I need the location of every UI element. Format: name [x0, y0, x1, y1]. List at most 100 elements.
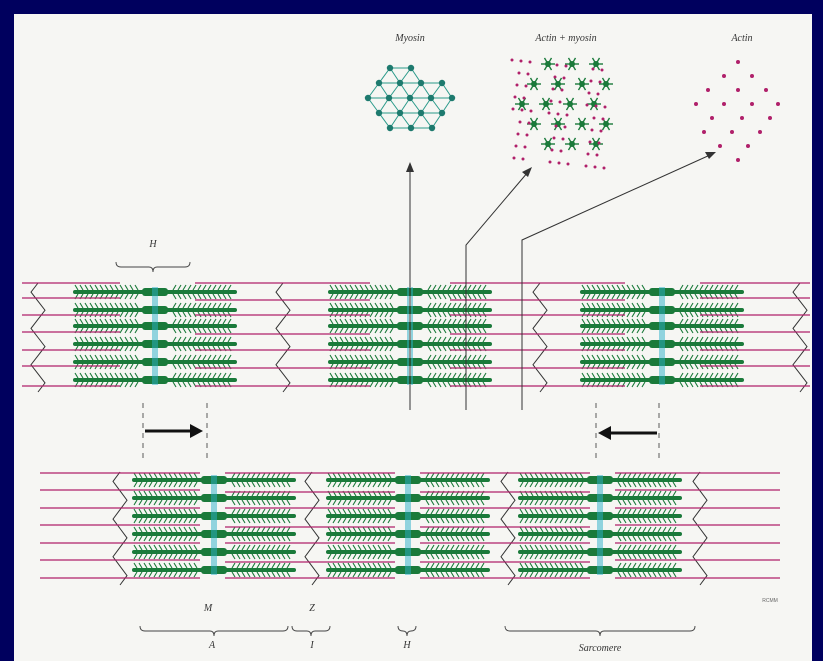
myosin-dot: [386, 124, 394, 132]
z-disc: [692, 471, 708, 586]
myosin-dot: [428, 124, 436, 132]
myosin-star: [587, 97, 601, 111]
myosin-star: [527, 117, 541, 131]
actin-dot: [560, 88, 564, 92]
pointer-head: [522, 167, 532, 177]
myosin-dot: [396, 109, 404, 117]
actin-dot: [527, 121, 531, 125]
actin-dot: [566, 162, 570, 166]
actin-dot: [736, 158, 740, 162]
myosin-star: [563, 97, 577, 111]
actin-dot: [555, 63, 559, 67]
myosin-star: [599, 117, 613, 131]
artist-signature: RCMM: [762, 598, 778, 604]
actin-dot: [547, 111, 551, 115]
m-line: [152, 287, 158, 385]
label-h-zone: H: [402, 640, 411, 651]
actin-dot: [550, 148, 554, 152]
actin-dot: [529, 109, 533, 113]
pointer-actin-myosin: [465, 171, 529, 410]
myosin-star: [541, 57, 555, 71]
actin-dot: [722, 102, 726, 106]
myosin-dot: [427, 94, 435, 102]
actin-dot: [591, 67, 595, 71]
label-sarcomere: Sarcomere: [579, 643, 622, 654]
bracket: [115, 261, 191, 273]
actin-dot: [589, 79, 593, 83]
label-a-band: A: [208, 640, 216, 651]
actin-dot: [718, 144, 722, 148]
actin-dot: [706, 88, 710, 92]
actin-dot: [516, 132, 520, 136]
actin-dot: [598, 80, 602, 84]
pointer-head: [705, 152, 716, 159]
m-line: [211, 475, 217, 575]
actin-dot: [564, 64, 568, 68]
actin-dot: [549, 99, 553, 103]
myosin-dot: [407, 124, 415, 132]
myosin-star: [589, 57, 603, 71]
actin-dot: [588, 140, 592, 144]
actin-dot: [518, 120, 522, 124]
actin-dot: [565, 113, 569, 117]
actin-dot: [558, 100, 562, 104]
actin-dot: [596, 92, 600, 96]
actin-lattice: [694, 60, 780, 162]
actin-dot: [764, 88, 768, 92]
actin-dot: [601, 117, 605, 121]
actin-dot: [528, 60, 532, 64]
actin-dot: [561, 137, 565, 141]
actin-dot: [512, 156, 516, 160]
myosin-dot: [406, 94, 414, 102]
m-line: [597, 475, 603, 575]
actin-dot: [592, 116, 596, 120]
actin-dot: [563, 125, 567, 129]
myosin-dot: [417, 79, 425, 87]
label-m-line: M: [203, 603, 213, 614]
z-disc: [532, 282, 548, 393]
bracket: [291, 625, 331, 637]
actin-dot: [736, 60, 740, 64]
actin-dot: [593, 165, 597, 169]
actin-dot: [559, 149, 563, 153]
myosin-star: [551, 117, 565, 131]
bracket: [139, 625, 289, 637]
myosin-filament: [73, 284, 237, 300]
label-i-band: I: [309, 640, 314, 651]
myosin-dot: [407, 64, 415, 72]
myosin-dot: [396, 79, 404, 87]
actin-dot: [603, 105, 607, 109]
actin-dot: [510, 58, 514, 62]
myosin-star: [599, 77, 613, 91]
actin-dot: [552, 136, 556, 140]
myosin-star: [527, 77, 541, 91]
z-disc: [500, 471, 516, 586]
myosin-lattice: [364, 64, 456, 132]
label-myosin: Myosin: [394, 33, 424, 44]
z-disc: [304, 471, 320, 586]
myosin-star: [575, 77, 589, 91]
bracket: [504, 625, 696, 637]
arrow-layer: [142, 152, 716, 460]
pointer-head: [406, 162, 414, 172]
actin-dot: [517, 71, 521, 75]
myosin-star: [515, 97, 529, 111]
actin-dot: [702, 130, 706, 134]
actin-dot: [584, 164, 588, 168]
actin-dot: [548, 160, 552, 164]
actin-dot: [750, 74, 754, 78]
z-disc: [792, 282, 808, 393]
arrowhead-left: [598, 426, 611, 440]
myosin-dot: [364, 94, 372, 102]
actin-myosin-lattice: [510, 57, 613, 170]
actin-dot: [599, 129, 603, 133]
myosin-filament: [132, 544, 296, 560]
actin-dot: [526, 72, 530, 76]
actin-dot: [594, 104, 598, 108]
actin-dot: [551, 87, 555, 91]
label-h-top: H: [148, 239, 157, 250]
actin-dot: [595, 153, 599, 157]
z-disc: [30, 282, 46, 393]
actin-dot: [602, 166, 606, 170]
